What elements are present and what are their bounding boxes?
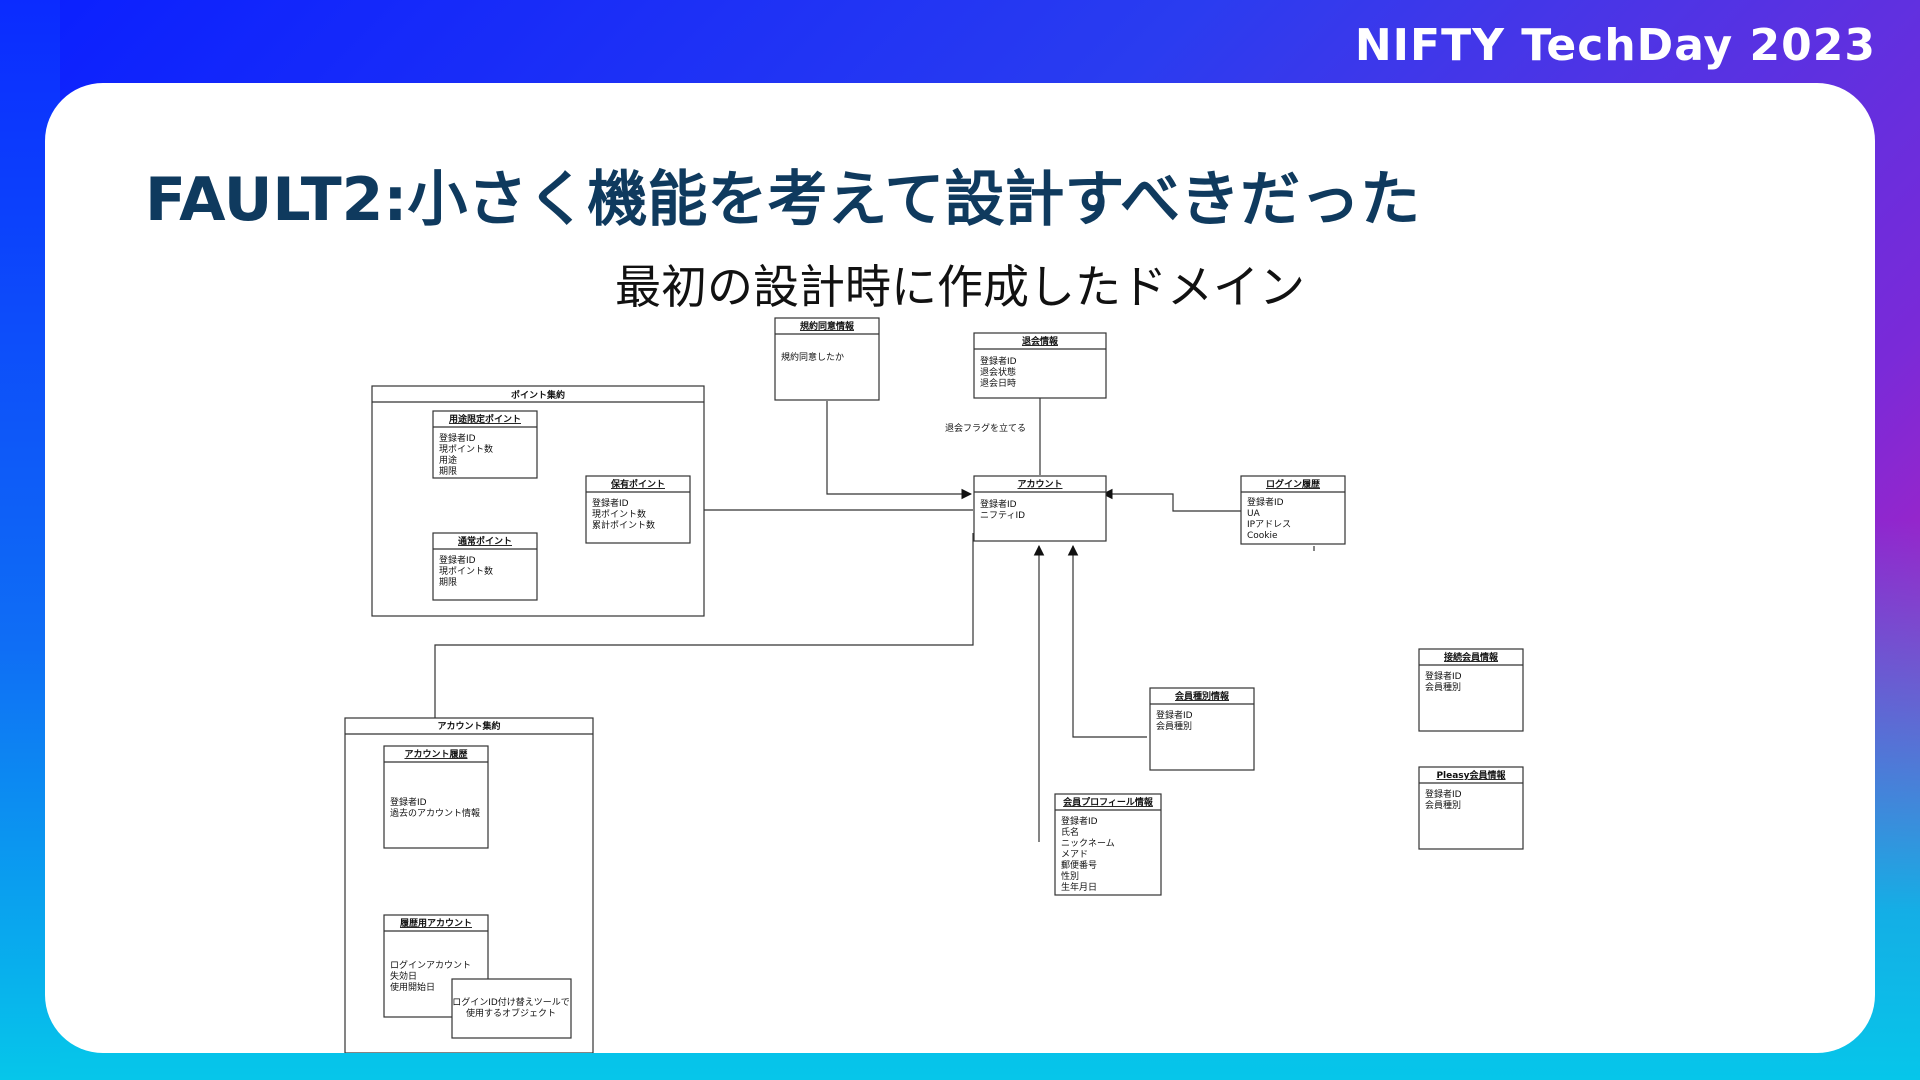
account-to-account-package-line: [434, 533, 974, 719]
entity-attr: 用途: [439, 454, 457, 466]
entity-attr: 退会状態: [980, 366, 1016, 378]
entity-attr: 期限: [439, 577, 457, 588]
entity-attr: 登録者ID: [1061, 815, 1098, 827]
entity-attr: 過去のアカウント情報: [390, 807, 480, 819]
slide-subtitle: 最初の設計時に作成したドメイン: [615, 260, 1305, 314]
entity-attr: 累計ポイント数: [592, 519, 655, 531]
entity-attr: UA: [1247, 509, 1261, 519]
entity-attr: 登録者ID: [1247, 496, 1284, 508]
edge-label-withdrawal-flag: 退会フラグを立てる: [945, 422, 1026, 434]
entity-withdrawal: 退会情報 登録者ID 退会状態 退会日時: [973, 332, 1107, 399]
member-type-to-account-arrow: [1067, 544, 1147, 738]
entity-title: 用途限定ポイント: [448, 413, 521, 425]
entity-title: ログイン履歴: [1266, 478, 1320, 490]
entity-attr: 登録者ID: [1425, 670, 1462, 682]
entity-connection-member: 接続会員情報 登録者ID 会員種別: [1418, 648, 1524, 732]
entity-attr: 登録者ID: [1156, 709, 1193, 721]
entity-attr: 現ポイント数: [439, 443, 493, 455]
slide-card: FAULT2:小さく機能を考えて設計すべきだった 最初の設計時に作成したドメイン: [45, 83, 1875, 1053]
login-history-to-account-arrow: [1101, 488, 1241, 512]
entity-title: 退会情報: [1022, 335, 1059, 347]
entity-attr: 失効日: [390, 970, 417, 982]
note-line: 使用するオブジェクト: [466, 1007, 556, 1019]
entity-attr: 現ポイント数: [439, 565, 493, 577]
entity-attr: 会員種別: [1425, 799, 1461, 811]
entity-attr: メアド: [1061, 850, 1088, 860]
entity-attr: 登録者ID: [980, 355, 1017, 367]
entity-attr: 登録者ID: [439, 432, 476, 444]
entity-attr: 氏名: [1061, 826, 1079, 838]
entity-title: アカウント: [1017, 479, 1062, 490]
entity-normal-point: 通常ポイント 登録者ID 現ポイント数 期限: [432, 532, 538, 601]
entity-owned-point: 保有ポイント 登録者ID 現ポイント数 累計ポイント数: [585, 475, 691, 544]
entity-attr: 登録者ID: [980, 498, 1017, 510]
entity-attr: ニックネーム: [1061, 838, 1115, 849]
entity-limited-point: 用途限定ポイント 登録者ID 現ポイント数 用途 期限: [432, 410, 538, 479]
entity-login-history: ログイン履歴 登録者ID UA IPアドレス Cookie: [1240, 475, 1346, 545]
brand-logo: NIFTY TechDay 2023: [1354, 20, 1876, 71]
entity-title: 会員プロフィール情報: [1063, 796, 1154, 808]
entity-attr: 会員種別: [1425, 681, 1461, 693]
entity-attr: ニフティID: [980, 510, 1025, 521]
entity-attr: Cookie: [1247, 531, 1278, 541]
entity-title: 会員種別情報: [1175, 690, 1230, 702]
entity-member-type: 会員種別情報 登録者ID 会員種別: [1149, 687, 1255, 771]
entity-attr: 性別: [1061, 870, 1079, 882]
point-package: ポイント集約: [371, 385, 705, 617]
entity-account-history: アカウント履歴 登録者ID 過去のアカウント情報: [383, 745, 489, 849]
entity-attr: IPアドレス: [1247, 520, 1291, 530]
entity-title: アカウント履歴: [404, 748, 467, 760]
entity-title: 通常ポイント: [458, 535, 512, 547]
account-package-label: アカウント集約: [437, 720, 500, 732]
entity-title: 接続会員情報: [1444, 651, 1499, 663]
entity-attr: 生年月日: [1061, 881, 1097, 893]
entity-attr: 登録者ID: [592, 497, 629, 509]
entity-attr: 規約同意したか: [781, 351, 844, 363]
entity-attr: ログインアカウント: [390, 959, 471, 971]
entity-title: 規約同意情報: [800, 320, 855, 332]
point-package-label: ポイント集約: [511, 389, 565, 401]
entity-title: 履歴用アカウント: [399, 917, 472, 929]
entity-member-profile: 会員プロフィール情報 登録者ID 氏名 ニックネーム メアド 郵便番号 性別 生…: [1054, 793, 1162, 896]
terms-to-account-arrow: [826, 401, 973, 500]
entity-attr: 会員種別: [1156, 720, 1192, 732]
entity-pleasy-member: Pleasy会員情報 登録者ID 会員種別: [1418, 766, 1524, 850]
note-line: ログインID付け替えツールで: [452, 996, 570, 1008]
entity-attr: 登録者ID: [439, 554, 476, 566]
entity-attr: 退会日時: [980, 377, 1016, 389]
entity-account: アカウント 登録者ID ニフティID: [973, 475, 1107, 542]
slide-title: FAULT2:小さく機能を考えて設計すべきだった: [145, 165, 1421, 235]
entity-attr: 現ポイント数: [592, 508, 646, 520]
note-login-id-tool: ログインID付け替えツールで 使用するオブジェクト: [451, 978, 572, 1039]
domain-diagram: 退会フラグを立てる ポイント集約 アカウント集約 規約同意情報 規約同意したか …: [344, 317, 1524, 1053]
entity-attr: 使用開始日: [390, 981, 435, 993]
entity-attr: 期限: [439, 466, 457, 477]
entity-attr: 登録者ID: [390, 796, 427, 808]
entity-title: Pleasy会員情報: [1436, 769, 1506, 781]
entity-attr: 郵便番号: [1061, 859, 1097, 871]
entity-attr: 登録者ID: [1425, 788, 1462, 800]
entity-terms-agreement: 規約同意情報 規約同意したか: [774, 317, 880, 401]
entity-title: 保有ポイント: [610, 478, 665, 490]
